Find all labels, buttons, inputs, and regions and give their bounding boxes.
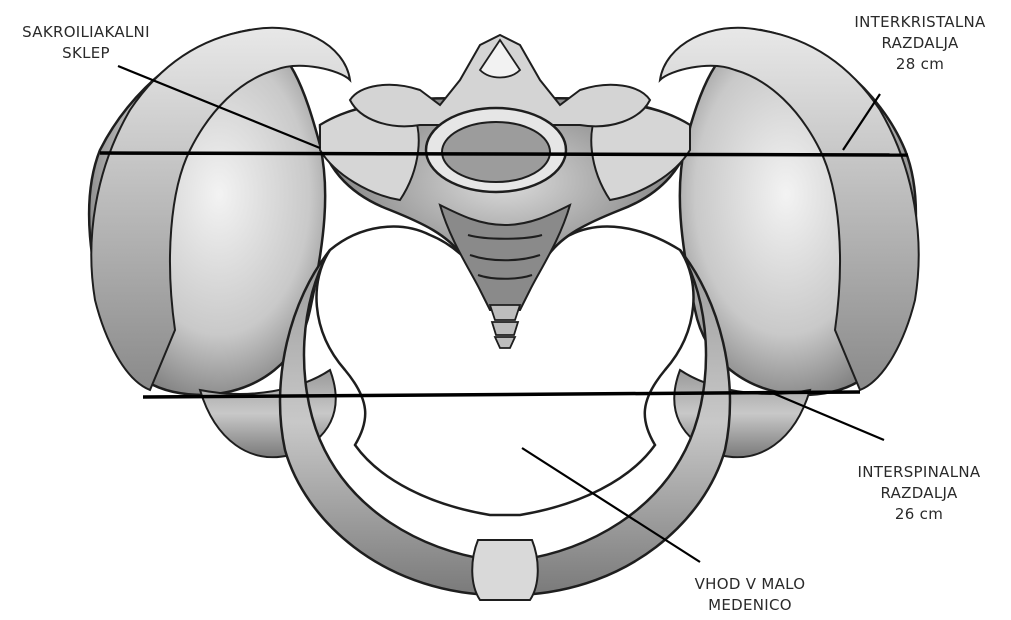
pelvic-inlet-label-line1: VHOD V MALO (680, 574, 820, 595)
pelvic-inlet-label-line2: MEDENICO (680, 595, 820, 616)
intercrestal-label-line1: INTERKRISTALNA (838, 12, 1002, 33)
intercrestal-line (100, 153, 908, 155)
left-ilium (89, 28, 350, 457)
interspinal-distance-label: INTERSPINALNA RAZDALJA 26 cm (834, 462, 1004, 525)
interspinal-label-line1: INTERSPINALNA (834, 462, 1004, 483)
interspinal-label-value: 26 cm (834, 504, 1004, 525)
pelvic-inlet-label: VHOD V MALO MEDENICO (680, 574, 820, 616)
sacroiliac-joint-label: SAKROILIAKALNI SKLEP (0, 22, 172, 64)
intercrestal-label-line2: RAZDALJA (838, 33, 1002, 54)
intercrestal-label-value: 28 cm (838, 54, 1002, 75)
sacroiliac-joint-label-line2: SKLEP (0, 43, 172, 64)
intercrestal-distance-label: INTERKRISTALNA RAZDALJA 28 cm (838, 12, 1002, 75)
interspinal-label-line2: RAZDALJA (834, 483, 1004, 504)
sacroiliac-joint-label-line1: SAKROILIAKALNI (0, 22, 172, 43)
